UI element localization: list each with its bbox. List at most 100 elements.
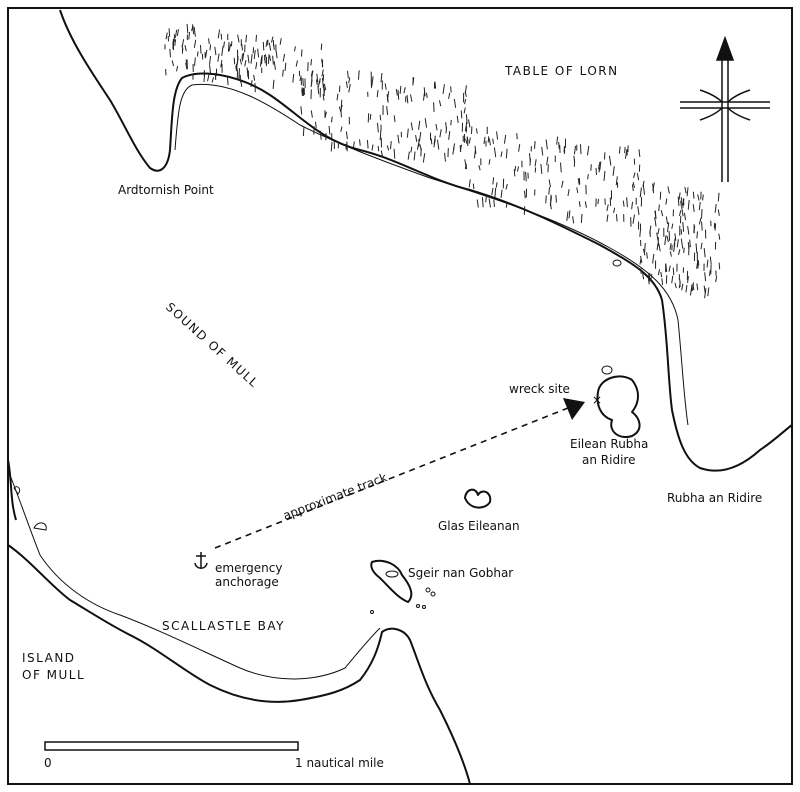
hachure-mark — [677, 196, 680, 206]
hachure-mark — [678, 192, 681, 200]
hachure-mark — [680, 238, 684, 249]
hachure-mark — [704, 272, 707, 282]
label-eilean-rubha-1: Eilean Rubha — [570, 437, 648, 451]
hachure-mark — [496, 131, 499, 140]
hachure-mark — [176, 29, 179, 36]
hachure-mark — [340, 126, 343, 132]
hachure-mark — [717, 209, 720, 216]
hachure-mark — [371, 76, 374, 87]
hachure-mark — [380, 150, 383, 157]
hachure-mark — [714, 223, 717, 231]
hachure-mark — [271, 36, 274, 43]
hachure-mark — [406, 94, 409, 104]
hachure-mark — [302, 127, 305, 136]
hachure-mark — [505, 148, 508, 159]
hachure-mark — [561, 180, 564, 188]
hachure-mark — [259, 56, 263, 67]
hachure-mark — [652, 182, 655, 192]
hachure-mark — [438, 100, 442, 107]
hachure-mark — [656, 242, 659, 251]
hachure-mark — [247, 54, 250, 64]
hachure-mark — [568, 210, 571, 219]
hill-hachures — [164, 23, 721, 299]
hachure-mark — [442, 84, 445, 94]
hachure-mark — [320, 43, 323, 51]
hachure-mark — [255, 34, 257, 42]
hachure-mark — [671, 275, 674, 284]
hachure-mark — [668, 265, 671, 272]
hachure-mark — [495, 182, 498, 188]
hachure-mark — [448, 131, 451, 140]
hachure-mark — [483, 136, 486, 145]
hachure-mark — [240, 79, 243, 87]
hachure-mark — [533, 141, 536, 149]
hachure-mark — [464, 159, 467, 166]
hachure-mark — [450, 86, 452, 93]
hachure-mark — [669, 251, 672, 257]
hachure-mark — [284, 62, 287, 71]
hachure-mark — [701, 221, 703, 231]
hachure-mark — [666, 235, 669, 243]
small-islet — [612, 259, 622, 267]
hachure-mark — [639, 258, 642, 265]
hachure-mark — [250, 80, 253, 88]
hachure-mark — [208, 38, 210, 45]
hachure-mark — [253, 74, 256, 81]
hachure-mark — [687, 199, 690, 210]
hachure-mark — [253, 50, 256, 59]
hachure-mark — [687, 242, 690, 250]
hachure-mark — [618, 146, 621, 154]
hachure-mark — [423, 87, 426, 97]
hachure-mark — [220, 59, 223, 68]
hachure-mark — [615, 214, 618, 222]
hachure-mark — [181, 39, 185, 47]
hachure-mark — [500, 189, 503, 198]
hachure-mark — [188, 32, 190, 40]
hachure-mark — [709, 256, 712, 265]
hachure-mark — [652, 253, 655, 264]
hachure-mark — [223, 41, 225, 48]
hachure-mark — [221, 46, 224, 56]
hachure-mark — [701, 209, 703, 219]
wreck-marker-icon: × — [592, 393, 602, 407]
hachure-mark — [696, 259, 699, 269]
hachure-mark — [693, 225, 696, 233]
hachure-mark — [295, 60, 298, 67]
hachure-mark — [292, 73, 295, 83]
hachure-mark — [654, 217, 657, 227]
approximate-track-line — [214, 407, 569, 549]
hachure-mark — [444, 152, 446, 162]
hachure-mark — [718, 262, 721, 270]
scale-start-label: 0 — [44, 756, 52, 770]
hachure-mark — [516, 166, 520, 172]
hachure-mark — [422, 153, 426, 163]
hachure-mark — [641, 271, 645, 280]
hachure-mark — [702, 194, 704, 201]
hachure-mark — [226, 75, 229, 86]
hachure-mark — [687, 225, 690, 235]
hachure-mark — [293, 46, 296, 52]
hachure-mark — [460, 110, 463, 119]
hachure-mark — [435, 123, 438, 131]
hachure-mark — [637, 206, 640, 215]
hachure-mark — [330, 116, 333, 123]
hachure-mark — [228, 43, 232, 52]
hachure-mark — [434, 81, 437, 89]
hachure-mark — [682, 222, 685, 232]
hachure-mark — [658, 243, 661, 252]
hachure-mark — [598, 161, 601, 170]
small-islet — [13, 486, 21, 495]
hachure-mark — [196, 51, 199, 57]
hachure-mark — [566, 211, 569, 221]
hachure-mark — [418, 120, 421, 130]
hachure-mark — [181, 45, 184, 51]
hachure-mark — [718, 233, 721, 240]
hachure-mark — [466, 136, 469, 142]
hachure-mark — [681, 206, 684, 217]
hachure-mark — [357, 70, 360, 80]
hachure-mark — [639, 230, 641, 237]
hachure-mark — [410, 122, 413, 131]
hachure-mark — [413, 151, 416, 161]
hachure-mark — [615, 176, 618, 186]
